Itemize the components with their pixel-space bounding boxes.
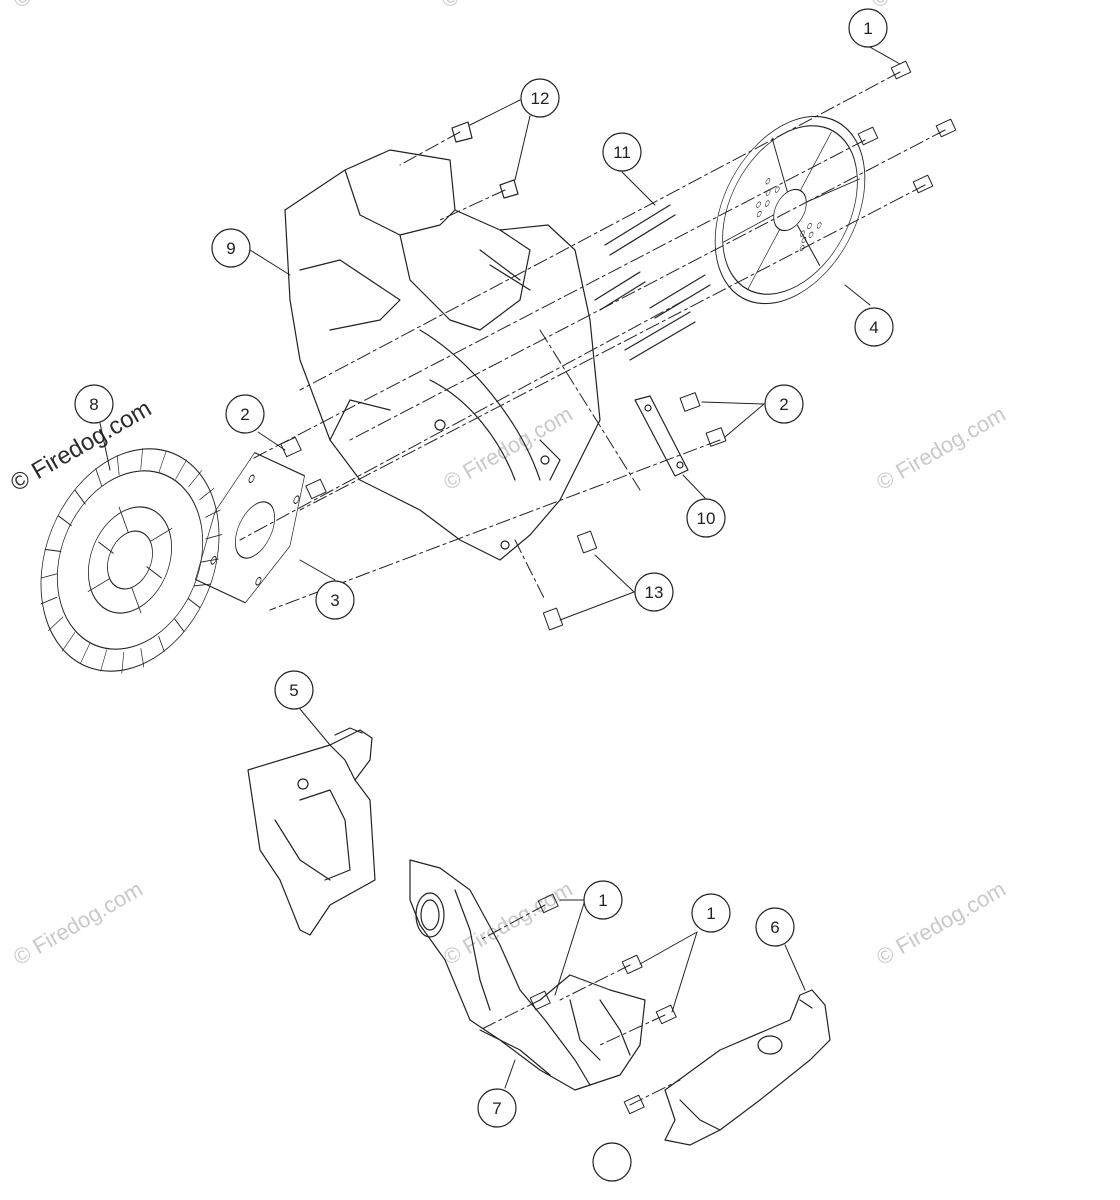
screws-right xyxy=(679,392,727,447)
callout-label: 3 xyxy=(330,591,339,610)
fan-cover-part xyxy=(714,115,866,305)
screws-top xyxy=(857,60,957,194)
callout-label: 12 xyxy=(531,89,550,108)
callout-label: 1 xyxy=(598,891,607,910)
callout-3: 3 xyxy=(315,580,355,620)
callout-2-left: 2 xyxy=(225,394,265,434)
screws-lower xyxy=(529,893,677,1115)
lower-shroud-left-part xyxy=(247,727,376,936)
callout-label: 10 xyxy=(697,509,716,528)
clips-part xyxy=(451,121,519,199)
callout-label: 4 xyxy=(869,318,878,337)
lower-shroud-right-part xyxy=(664,989,831,1146)
callout-4: 4 xyxy=(854,307,894,347)
callout-label: 5 xyxy=(289,681,298,700)
callout-label: 1 xyxy=(706,904,715,923)
callout-bottom-partial xyxy=(592,1142,632,1182)
callout-label: 7 xyxy=(492,1099,501,1118)
callout-label: 2 xyxy=(779,395,788,414)
callout-6: 6 xyxy=(755,907,795,947)
callouts: 1 12 11 9 4 8 2 2 10 3 13 5 1 1 6 7 xyxy=(74,8,894,1182)
screws-13 xyxy=(542,530,598,631)
callout-10: 10 xyxy=(686,498,726,538)
callout-5: 5 xyxy=(274,670,314,710)
callout-leaders xyxy=(99,45,901,1089)
callout-13: 13 xyxy=(634,572,674,612)
callout-7: 7 xyxy=(477,1088,517,1128)
fan-housing-part xyxy=(284,149,601,561)
screws-left xyxy=(280,436,327,500)
callout-label: 8 xyxy=(89,395,98,414)
callout-12: 12 xyxy=(520,78,560,118)
callout-1-lower-right: 1 xyxy=(691,893,731,933)
callout-label: 9 xyxy=(226,239,235,258)
callout-label: 1 xyxy=(863,19,872,38)
callout-1-top: 1 xyxy=(848,8,888,48)
callout-label: 2 xyxy=(240,405,249,424)
callout-11: 11 xyxy=(602,132,642,172)
lower-bracket-part xyxy=(409,859,646,1091)
callout-8: 8 xyxy=(74,384,114,424)
bracket-part xyxy=(634,395,689,477)
callout-label: 11 xyxy=(613,143,631,162)
spacer-rods-part xyxy=(594,204,711,361)
assembly-axis-lines xyxy=(239,71,946,1106)
callout-9: 9 xyxy=(211,228,251,268)
callout-2-right: 2 xyxy=(764,384,804,424)
callout-1-lower-left: 1 xyxy=(583,880,623,920)
callout-label: 6 xyxy=(770,918,779,937)
callout-label: 13 xyxy=(645,583,664,602)
hub-plate-part xyxy=(195,452,305,604)
flywheel-part xyxy=(40,448,223,674)
